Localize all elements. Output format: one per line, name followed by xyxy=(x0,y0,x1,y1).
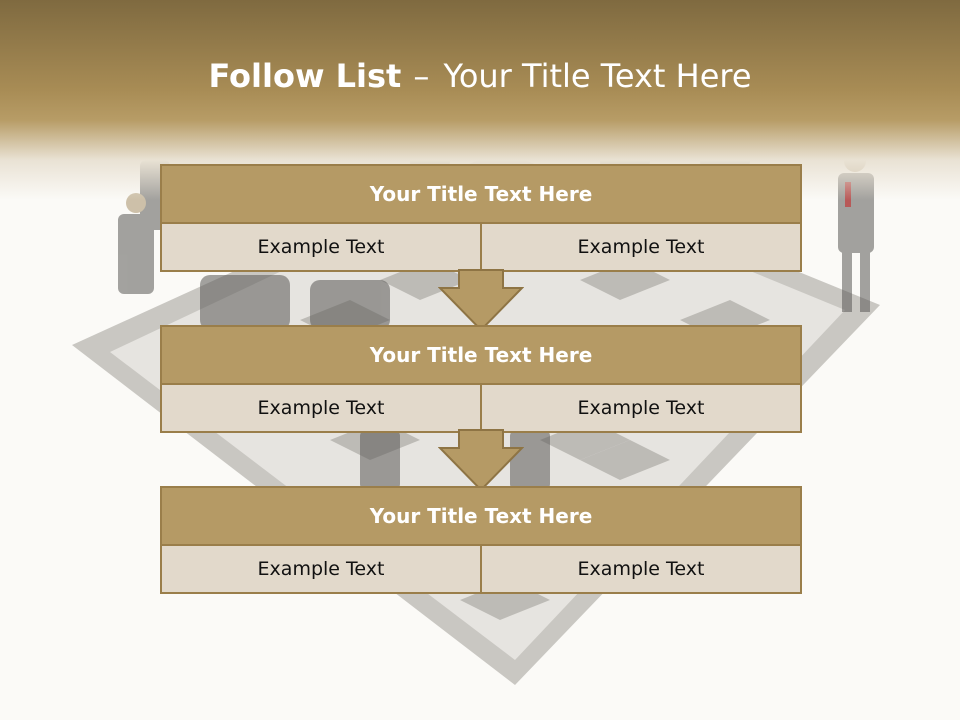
block-row: Example Text Example Text xyxy=(162,546,800,592)
slide-title-separator: – xyxy=(413,57,430,95)
list-block-2: Your Title Text Here Example Text Exampl… xyxy=(160,325,802,433)
down-arrow-icon xyxy=(438,269,524,332)
block-row: Example Text Example Text xyxy=(162,224,800,270)
block-cell-left: Example Text xyxy=(162,385,480,431)
block-cell-left: Example Text xyxy=(162,546,480,592)
slide-title-rest: Your Title Text Here xyxy=(443,57,752,95)
slide-title-bold: Follow List xyxy=(208,57,402,95)
list-block-3: Your Title Text Here Example Text Exampl… xyxy=(160,486,802,594)
block-cell-right: Example Text xyxy=(480,546,800,592)
block-title: Your Title Text Here xyxy=(162,166,800,224)
block-row: Example Text Example Text xyxy=(162,385,800,431)
block-title: Your Title Text Here xyxy=(162,327,800,385)
block-cell-right: Example Text xyxy=(480,224,800,270)
block-cell-left: Example Text xyxy=(162,224,480,270)
slide-title: Follow List– Your Title Text Here xyxy=(0,52,960,100)
down-arrow-icon xyxy=(438,429,524,492)
block-title: Your Title Text Here xyxy=(162,488,800,546)
list-block-1: Your Title Text Here Example Text Exampl… xyxy=(160,164,802,272)
block-cell-right: Example Text xyxy=(480,385,800,431)
